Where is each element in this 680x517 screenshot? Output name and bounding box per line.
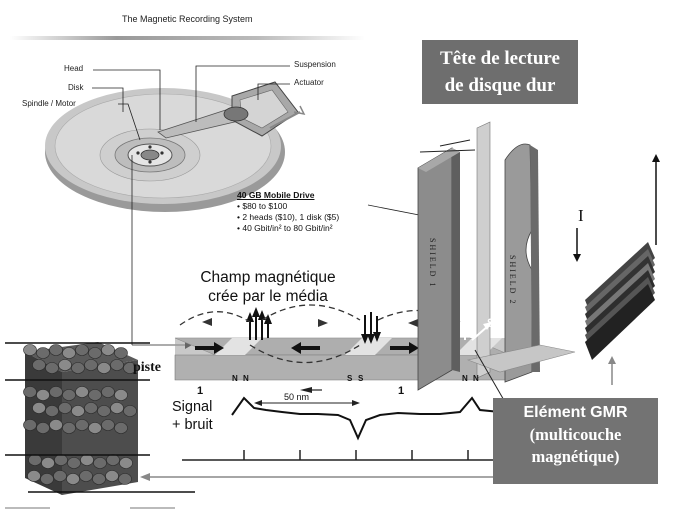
grain-bead [124,406,137,417]
pole-label: N [473,374,479,383]
signal-label: Signal + bruit [172,398,213,434]
grain-bead [85,403,98,414]
grain-bead [63,423,76,434]
grain-bead [24,387,37,398]
grain-bead [107,455,120,466]
grain-bead [81,455,94,466]
grain-bead [115,348,128,359]
pole-label: N [243,374,249,383]
grain-bead [68,458,81,469]
gmr-line-2: (multicouche [493,424,658,446]
label-disk: Disk [68,83,84,92]
grain-bead [94,458,107,469]
drive-spec-box: 40 GB Mobile Drive • $80 to $100 • 2 hea… [237,190,339,234]
grain-bead [54,471,67,482]
grain-bead [63,348,76,359]
spec-item: • $80 to $100 [237,201,339,212]
grain-bead [33,360,46,371]
grain-bead [37,390,50,401]
label-spindle: Spindle / Motor [22,99,76,108]
grain-bead [72,363,85,374]
gmr-line-3: magnétique) [493,446,658,468]
grain-bead [80,471,93,482]
grain-bead [102,345,115,356]
grain-bead [76,420,89,431]
grain-bead [50,420,63,431]
grain-bead [59,403,72,414]
banner-line-2: de disque dur [422,72,578,99]
grain-bead [37,423,50,434]
field-arrow-tips [202,318,418,327]
grain-bead [46,363,59,374]
spec-item: • 2 heads ($10), 1 disk ($5) [237,212,339,223]
grain-bead [98,406,111,417]
grain-bead [50,345,63,356]
shield-2-label: SHIELD 2 [508,255,517,305]
grain-bead [46,406,59,417]
grain-bead [24,420,37,431]
spec-item: • 40 Gbit/in² to 80 Gbit/in² [237,223,339,234]
grain-bead [111,403,124,414]
track-label: piste [133,360,161,376]
grain-bead [72,406,85,417]
field-caption-line-1: Champ magnétique [173,268,363,287]
grain-bead [63,390,76,401]
grain-bead [85,360,98,371]
grain-bead [76,345,89,356]
grain-bead [93,474,106,485]
bit-value-2: 1 [398,385,404,397]
scale-label: 50 nm [284,392,309,402]
grain-bead [55,455,68,466]
grain-bead [115,423,128,434]
grain-bead [33,403,46,414]
grain-bead [29,455,42,466]
label-current: I [578,206,584,226]
grain-bead [42,458,55,469]
grain-bead [37,348,50,359]
pole-label: S [347,374,352,383]
grain-bead [98,363,111,374]
label-head: Head [64,64,83,73]
grain-bead [106,471,119,482]
grain-bead [28,471,41,482]
grain-bead [102,387,115,398]
grain-bead [89,423,102,434]
timeline-axis [182,450,500,460]
pole-label: N [462,374,468,383]
grain-bead [59,360,72,371]
grain-bead [89,390,102,401]
grain-bead [67,474,80,485]
grain-bead [120,458,133,469]
grain-bead [111,360,124,371]
label-actuator: Actuator [294,78,324,87]
signal-label-line-2: + bruit [172,416,213,434]
label-h: H [462,298,471,312]
signal-label-line-1: Signal [172,398,213,416]
label-sl: SL [487,316,502,330]
banner-line-1: Tête de lecture [422,45,578,72]
grain-bead [115,390,128,401]
grain-bead [102,420,115,431]
pole-label: N [232,374,238,383]
label-suspension: Suspension [294,60,336,69]
shield-1-label: SHIELD 1 [428,238,437,288]
pole-label: S [358,374,363,383]
field-caption: Champ magnétique crée par le média [173,268,363,306]
signal-waveform [232,398,500,438]
title-banner: Tête de lecture de disque dur [422,40,578,104]
gmr-box: Elément GMR (multicouche magnétique) [493,398,658,484]
field-caption-line-2: crée par le média [173,287,363,306]
grain-bead [41,474,54,485]
grain-bead [119,474,132,485]
gmr-title: Elément GMR [493,402,658,424]
grain-bead [89,348,102,359]
grain-bead [76,387,89,398]
gmr-stack [585,242,655,360]
grain-bead [50,387,63,398]
grain-bead [24,345,37,356]
bit-value-1: 1 [197,385,203,397]
current-arrows [577,160,656,256]
spec-title: 40 GB Mobile Drive [237,190,339,201]
